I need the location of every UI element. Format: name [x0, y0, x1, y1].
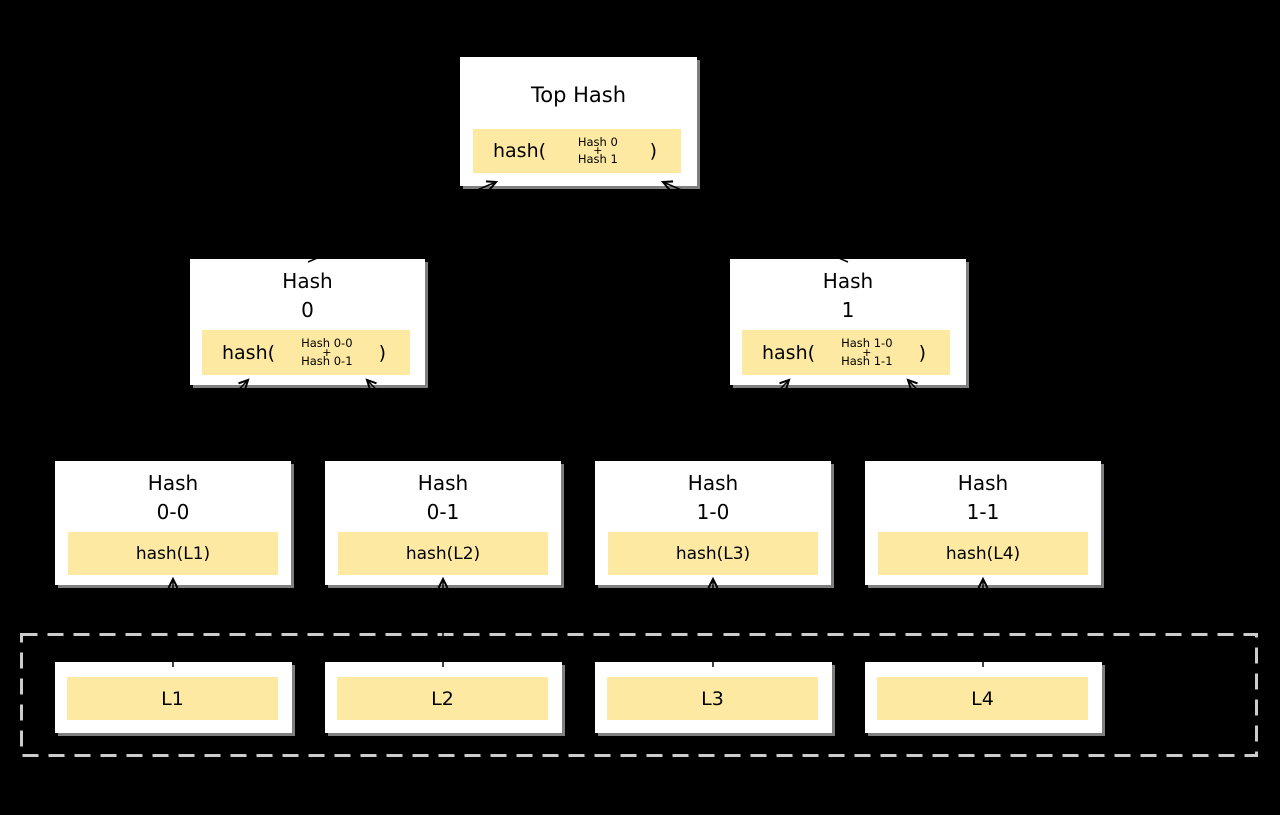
hash-open-text: hash(: [762, 341, 816, 364]
hash-arg-bottom: Hash 1-1: [841, 353, 893, 368]
hash-close-text: ): [649, 140, 657, 162]
hash-arg-bottom: Hash 1: [577, 152, 618, 166]
data-block-l4: L4: [865, 662, 1102, 733]
node-title: Hash 0-0: [55, 469, 291, 527]
node-hash-0: Hash 0 hash( Hash 0-0 + Hash 0-1 ): [190, 259, 425, 385]
hash-formula-text: hash(L1): [135, 543, 211, 564]
node-title: Hash 1-0: [595, 469, 831, 527]
node-title-line1: Hash: [957, 471, 1009, 495]
hash-arg-top: Hash 0: [577, 134, 618, 149]
node-hash-1-0: Hash 1-0 hash(L3): [595, 461, 831, 585]
hash-close-text: ): [918, 341, 926, 364]
node-title-line2: 1: [841, 298, 855, 322]
data-block-label: L3: [701, 687, 724, 710]
node-title: Top Hash: [530, 83, 627, 107]
hash-arg-top: Hash 1-0: [841, 336, 893, 350]
hash-formula: hash( Hash 1-0 + Hash 1-1 ): [742, 330, 950, 375]
plus-operator: +: [322, 345, 332, 359]
arrow-hash-0-to-top-hash: [307, 180, 499, 263]
node-title-line1: Hash: [147, 471, 199, 495]
data-block-label: L1: [161, 687, 184, 710]
data-block-highlight: L3: [607, 677, 818, 720]
node-title-line2: 0-0: [156, 500, 190, 524]
hash-formula: hash(L2): [338, 532, 548, 575]
plus-operator: +: [862, 345, 872, 359]
arrow-hash-0-1-to-hash-0: [365, 378, 444, 459]
hash-arguments: Hash 0-0 + Hash 0-1: [275, 336, 379, 368]
data-block-highlight: L4: [877, 677, 1088, 720]
node-title-line2: 1-1: [966, 500, 1000, 524]
node-hash-1-1: Hash 1-1 hash(L4): [865, 461, 1101, 585]
data-block-highlight: L1: [67, 677, 278, 720]
data-block-label: L4: [971, 687, 994, 710]
arrow-hash-1-to-top-hash: [660, 180, 849, 263]
hash-open-text: hash(: [493, 140, 547, 162]
node-title-line1: Hash: [687, 471, 739, 495]
node-title-line2: 0: [301, 298, 314, 322]
data-block-highlight: L2: [337, 677, 548, 720]
hash-formula: hash( Hash 0-0 + Hash 0-1 ): [202, 330, 410, 375]
node-title: Hash 0: [190, 267, 425, 325]
hash-arg-top: Hash 0-0: [301, 336, 353, 350]
node-hash-0-0: Hash 0-0 hash(L1): [55, 461, 291, 585]
node-title-line2: 0-1: [426, 500, 460, 524]
node-title-line1: Hash: [417, 471, 469, 495]
arrow-hash-1-1-to-hash-1: [906, 378, 984, 459]
hash-open-text: hash(: [222, 341, 276, 364]
hash-close-text: ): [378, 341, 386, 364]
arrow-hash-1-0-to-hash-1: [712, 378, 791, 459]
hash-formula: hash(L3): [608, 532, 818, 575]
plus-operator: +: [593, 144, 603, 157]
node-title: Hash 0-1: [325, 469, 561, 527]
data-block-label: L2: [431, 687, 454, 710]
hash-formula: hash(L4): [878, 532, 1088, 575]
node-title-line1: Hash: [282, 269, 333, 293]
node-title-line2: 1-0: [696, 500, 730, 524]
hash-formula-text: hash(L4): [945, 543, 1021, 564]
hash-formula: hash( Hash 0 + Hash 1 ): [473, 129, 681, 173]
node-top-hash: Top Hash hash( Hash 0 + Hash 1 ): [460, 57, 697, 186]
node-title: Hash 1-1: [865, 469, 1101, 527]
arrow-hash-0-0-to-hash-0: [172, 378, 250, 459]
node-hash-1: Hash 1 hash( Hash 1-0 + Hash 1-1 ): [730, 259, 966, 385]
hash-formula-text: hash(L3): [675, 543, 751, 564]
hash-arg-bottom: Hash 0-1: [301, 353, 353, 368]
data-block-l2: L2: [325, 662, 562, 733]
data-block-l1: L1: [55, 662, 292, 733]
hash-formula: hash(L1): [68, 532, 278, 575]
hash-formula-text: hash(L2): [405, 543, 481, 564]
hash-arguments: Hash 0 + Hash 1: [546, 134, 650, 166]
node-hash-0-1: Hash 0-1 hash(L2): [325, 461, 561, 585]
data-block-l3: L3: [595, 662, 832, 733]
node-title-line1: Hash: [822, 269, 874, 293]
hash-arguments: Hash 1-0 + Hash 1-1: [815, 336, 919, 368]
node-title: Hash 1: [730, 267, 966, 325]
